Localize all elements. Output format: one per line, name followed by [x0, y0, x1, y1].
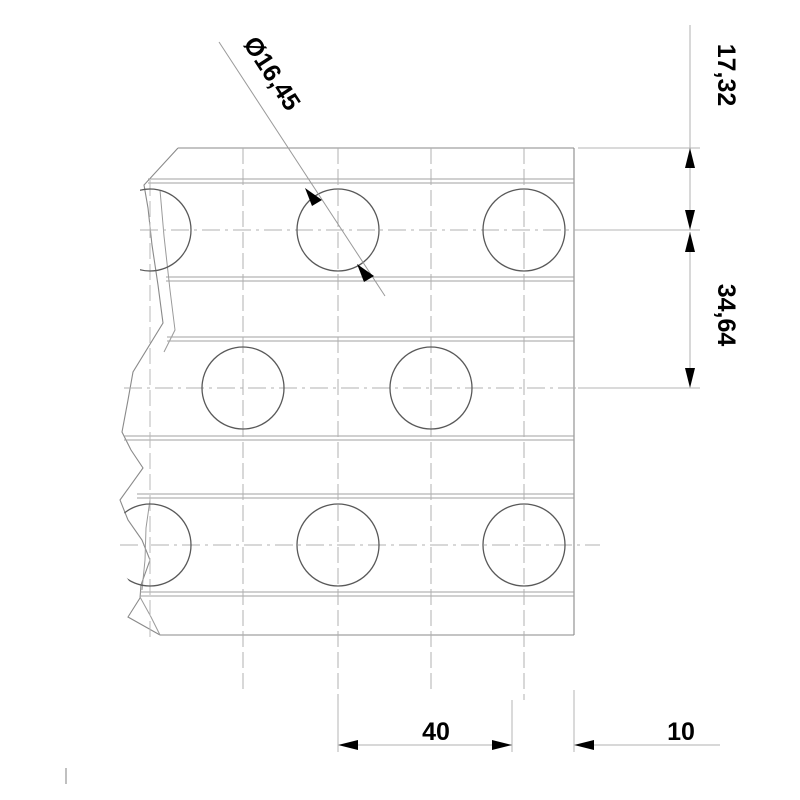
hole-circle	[482, 188, 566, 272]
dimension-arrowhead	[492, 740, 512, 750]
hole-circle	[389, 346, 473, 430]
dimension-arrowhead	[685, 210, 695, 230]
plate-outline	[119, 147, 575, 636]
holes-group	[118, 188, 566, 587]
band-lines-group	[124, 178, 574, 597]
vertical-pitch-dimension-label: 34,64	[712, 284, 740, 347]
hole-circle	[296, 503, 380, 587]
horizontal-centerlines-group	[120, 229, 600, 546]
hole-circle	[296, 188, 380, 272]
dimension-arrowhead	[685, 148, 695, 168]
hole-circle	[482, 503, 566, 587]
plate-break-corner	[139, 596, 161, 636]
leader-line	[218, 41, 386, 297]
horizontal-pitch-dimension-label: 40	[422, 718, 450, 746]
horizontal-edge-dimension-label: 10	[667, 718, 695, 746]
plate-break-line	[119, 147, 179, 636]
hole-circle	[118, 188, 192, 272]
horizontal-dimension-group	[337, 690, 720, 752]
leader-arrowhead-lower	[357, 264, 374, 282]
diameter-leader-group	[218, 41, 386, 297]
diameter-dimension-label: Ø16,45	[238, 32, 306, 116]
dimension-arrowhead	[574, 740, 594, 750]
leader-arrowhead-upper	[305, 188, 322, 206]
vertical-dimension-group	[578, 25, 700, 389]
hole-circle	[201, 346, 285, 430]
plate-break-inner-lower	[141, 499, 151, 591]
dimension-arrowhead	[338, 740, 358, 750]
vertical-centerlines-group	[149, 148, 525, 700]
dimension-arrowhead	[685, 368, 695, 388]
plate-break-inner-upper	[159, 189, 176, 353]
vertical-top-dimension-label: 17,32	[712, 44, 740, 107]
hole-circle	[118, 503, 192, 587]
dimension-arrowhead	[685, 232, 695, 252]
